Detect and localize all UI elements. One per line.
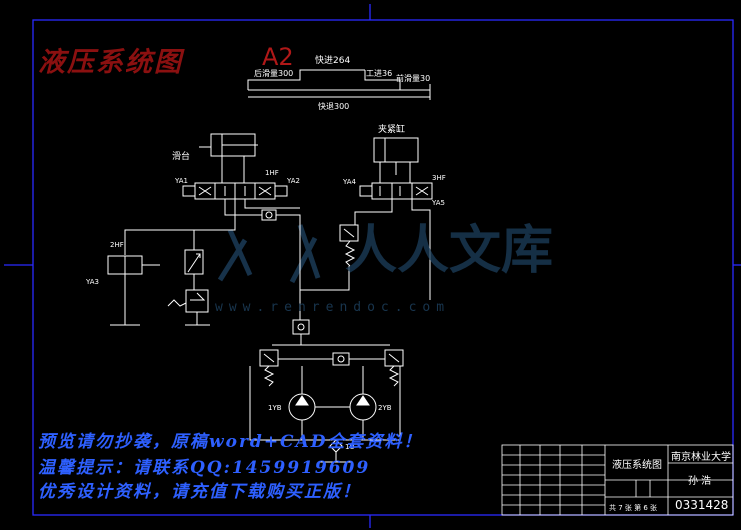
label-ya5: YA5 [432,199,445,207]
watermark-url: www.renrendoc.com [215,300,451,315]
label-pump-1yb: 1YB [268,404,282,412]
title-block-author: 孙 浩 [688,476,712,487]
drawing-frame [4,4,741,528]
label-2hf: 2HF [110,241,124,249]
drawing-title: 液压系统图 [38,47,183,78]
title-block-sheet-info: 共 7 张 第 6 张 [609,504,658,512]
label-ya4: YA4 [343,178,356,186]
label-filter-1u: 1U [345,443,355,451]
title-block-school: 南京林业大学 [671,452,731,463]
right-directional-valve [300,182,433,300]
sheet-size: A2 [262,43,294,71]
watermark-logo [217,224,321,284]
cycle-rapid-advance: 快进264 [315,56,351,66]
cycle-rapid-return: 快退300 [318,102,350,111]
slide-table-cylinder [199,133,258,183]
label-pump-2yb: 2YB [378,404,392,412]
watermark-brand: 人人文库 [345,220,554,281]
label-slide-table: 滑台 [172,152,191,162]
left-directional-valve [124,182,301,320]
title-block-drawing-name: 液压系统图 [612,460,662,471]
notice-line-3: 优秀设计资料，请充值下载购买正版！ [38,482,361,502]
label-ya3: YA3 [86,278,99,286]
label-1hf: 1HF [265,169,279,177]
pump-station [249,319,404,463]
cycle-rear-dwell: 后滑量300 [254,69,294,78]
title-block-grid [501,444,734,516]
cycle-work-feed: 工进36 [366,69,393,78]
cycle-diagram [247,69,431,100]
cycle-front-dwell: 前滑量30 [396,74,431,83]
label-clamp-cylinder: 夹紧缸 [378,125,406,135]
left-pressure-valves [107,230,210,326]
label-3hf: 3HF [432,174,446,182]
notice-line-1: 预览请勿抄袭，原稿word+CAD全套资料！ [38,432,423,452]
notice-line-2: 温馨提示：请联系QQ:1459919609 [38,458,371,478]
title-block-number: 0331428 [675,498,729,512]
clamp-cylinder [373,137,419,183]
label-ya2: YA2 [287,177,300,185]
label-ya1: YA1 [175,177,188,185]
